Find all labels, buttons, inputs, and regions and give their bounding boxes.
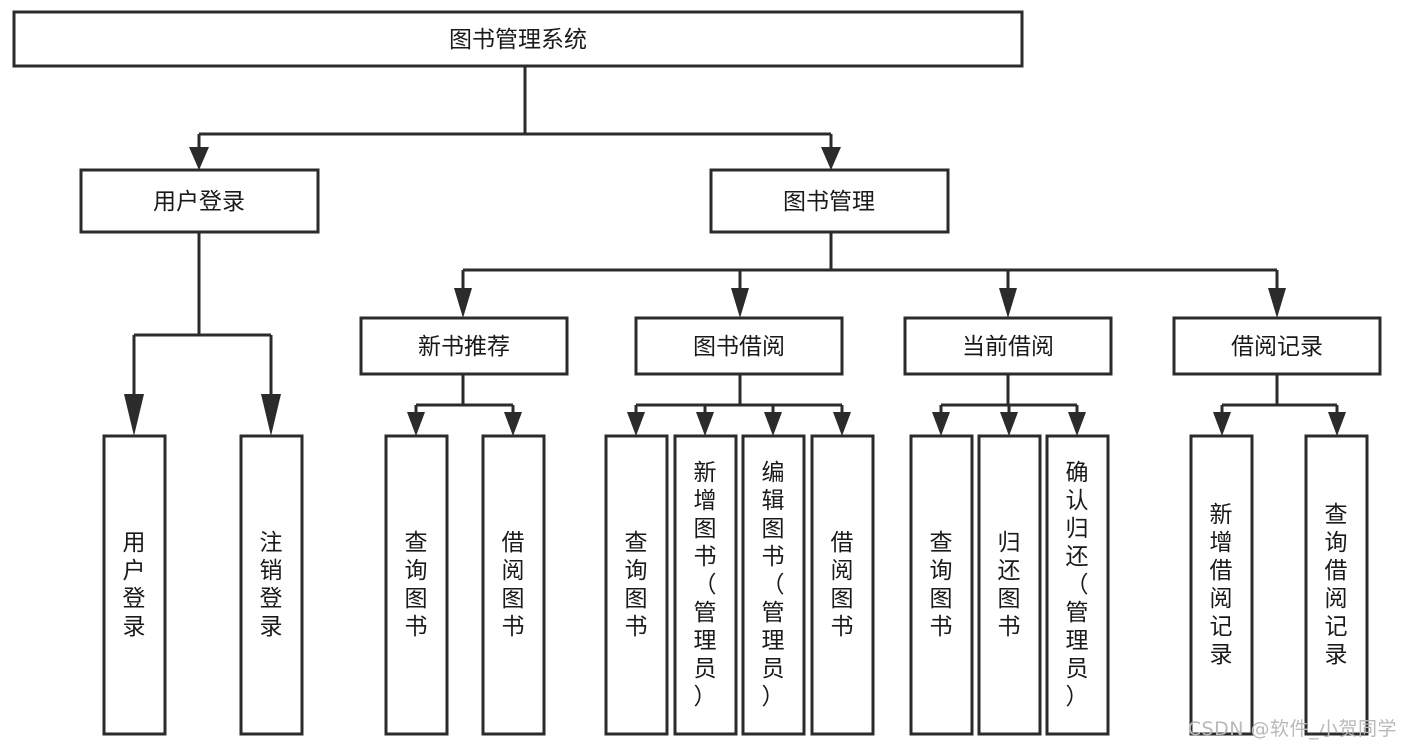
node-leaf-confirm-return-box[interactable] xyxy=(1045,434,1110,736)
node-leaf-query-book-1[interactable]: 查询图书 xyxy=(384,434,449,736)
arrowhead-leaf-confirm-return xyxy=(1068,412,1086,436)
connector-layer xyxy=(124,66,1346,436)
node-leaf-user-login-box[interactable] xyxy=(102,434,167,736)
node-leaf-add-book-box[interactable] xyxy=(673,434,738,736)
node-leaf-borrow-book-2-box[interactable] xyxy=(810,434,875,736)
arrowhead-leaf-edit-book xyxy=(764,412,782,436)
node-leaf-confirm-return-label: 确认归还（管理员） xyxy=(1066,460,1089,710)
arrowhead-leaf-query-book-3 xyxy=(932,412,950,436)
arrowhead-leaf-add-borrow-record xyxy=(1213,412,1231,436)
node-leaf-query-book-3-label: 查询图书 xyxy=(930,530,953,640)
node-root-label: 图书管理系统 xyxy=(449,27,587,53)
node-leaf-logout-login[interactable]: 注销登录 xyxy=(239,434,304,736)
node-user-login-box[interactable] xyxy=(79,168,320,234)
node-user-login[interactable]: 用户登录 xyxy=(79,168,320,234)
arrowhead-leaf-return-book xyxy=(1000,412,1018,436)
arrowhead-borrow-record xyxy=(1268,288,1286,318)
node-leaf-borrow-book-1[interactable]: 借阅图书 xyxy=(481,434,546,736)
node-leaf-query-book-3-box[interactable] xyxy=(909,434,974,736)
node-user-login-label: 用户登录 xyxy=(153,189,245,215)
arrowhead-book-manage xyxy=(821,147,841,170)
node-current-borrow[interactable]: 当前借阅 xyxy=(903,316,1113,376)
node-book-manage-box[interactable] xyxy=(709,168,950,234)
node-leaf-return-book[interactable]: 归还图书 xyxy=(977,434,1042,736)
node-leaf-edit-book-box[interactable] xyxy=(741,434,806,736)
node-borrow-record-label: 借阅记录 xyxy=(1231,334,1323,360)
node-book-manage[interactable]: 图书管理 xyxy=(709,168,950,234)
node-leaf-user-login[interactable]: 用户登录 xyxy=(102,434,167,736)
node-leaf-query-borrow-record[interactable]: 查询借阅记录 xyxy=(1304,434,1369,736)
node-leaf-logout-login-box[interactable] xyxy=(239,434,304,736)
arrowhead-leaf-add-book xyxy=(696,412,714,436)
arrowhead-leaf-query-book-1 xyxy=(407,412,425,436)
node-borrow-record-box[interactable] xyxy=(1172,316,1382,376)
arrowhead-book-borrow xyxy=(731,288,749,318)
node-leaf-return-book-box[interactable] xyxy=(977,434,1042,736)
node-book-borrow[interactable]: 图书借阅 xyxy=(634,316,844,376)
node-current-borrow-label: 当前借阅 xyxy=(962,334,1054,360)
node-leaf-edit-book-label: 编辑图书（管理员） xyxy=(762,460,785,710)
node-leaf-return-book-label: 归还图书 xyxy=(998,530,1021,640)
node-leaf-query-book-1-label: 查询图书 xyxy=(405,530,428,640)
node-leaf-user-login-label: 用户登录 xyxy=(123,530,146,640)
arrowhead-user-login xyxy=(189,147,209,170)
node-leaf-add-borrow-record-label: 新增借阅记录 xyxy=(1210,502,1233,668)
node-leaf-confirm-return[interactable]: 确认归还（管理员） xyxy=(1045,434,1110,736)
node-leaf-query-book-3[interactable]: 查询图书 xyxy=(909,434,974,736)
node-leaf-add-book[interactable]: 新增图书（管理员） xyxy=(673,434,738,736)
node-leaf-add-borrow-record[interactable]: 新增借阅记录 xyxy=(1189,434,1254,736)
arrowhead-new-book-recommend xyxy=(454,288,472,318)
node-leaf-query-book-2-label: 查询图书 xyxy=(625,530,648,640)
node-leaf-borrow-book-2-label: 借阅图书 xyxy=(831,530,854,640)
node-leaf-add-book-label: 新增图书（管理员） xyxy=(694,460,717,710)
node-book-borrow-box[interactable] xyxy=(634,316,844,376)
node-leaf-borrow-book-2[interactable]: 借阅图书 xyxy=(810,434,875,736)
node-leaf-query-borrow-record-label: 查询借阅记录 xyxy=(1325,502,1348,668)
node-book-manage-label: 图书管理 xyxy=(783,189,875,215)
arrowhead-leaf-logout-login xyxy=(261,394,281,436)
arrowhead-leaf-query-book-2 xyxy=(627,412,645,436)
node-root[interactable]: 图书管理系统 xyxy=(12,10,1024,68)
node-leaf-query-borrow-record-box[interactable] xyxy=(1304,434,1369,736)
node-leaf-borrow-book-1-label: 借阅图书 xyxy=(502,530,525,640)
node-new-book-recommend-box[interactable] xyxy=(359,316,569,376)
node-leaf-query-book-1-box[interactable] xyxy=(384,434,449,736)
node-borrow-record[interactable]: 借阅记录 xyxy=(1172,316,1382,376)
node-leaf-logout-login-label: 注销登录 xyxy=(260,530,283,640)
arrowhead-leaf-borrow-book-1 xyxy=(504,412,522,436)
node-leaf-query-book-2[interactable]: 查询图书 xyxy=(604,434,669,736)
node-current-borrow-box[interactable] xyxy=(903,316,1113,376)
node-leaf-borrow-book-1-box[interactable] xyxy=(481,434,546,736)
arrowhead-leaf-query-borrow-record xyxy=(1328,412,1346,436)
node-leaf-add-borrow-record-box[interactable] xyxy=(1189,434,1254,736)
node-root-box[interactable] xyxy=(12,10,1024,68)
node-book-borrow-label: 图书借阅 xyxy=(693,334,785,360)
node-new-book-recommend-label: 新书推荐 xyxy=(418,334,510,360)
arrowhead-leaf-borrow-book-2 xyxy=(833,412,851,436)
node-leaf-query-book-2-box[interactable] xyxy=(604,434,669,736)
node-leaf-edit-book[interactable]: 编辑图书（管理员） xyxy=(741,434,806,736)
arrowhead-leaf-user-login xyxy=(124,394,144,436)
node-new-book-recommend[interactable]: 新书推荐 xyxy=(359,316,569,376)
arrowhead-current-borrow xyxy=(999,288,1017,318)
